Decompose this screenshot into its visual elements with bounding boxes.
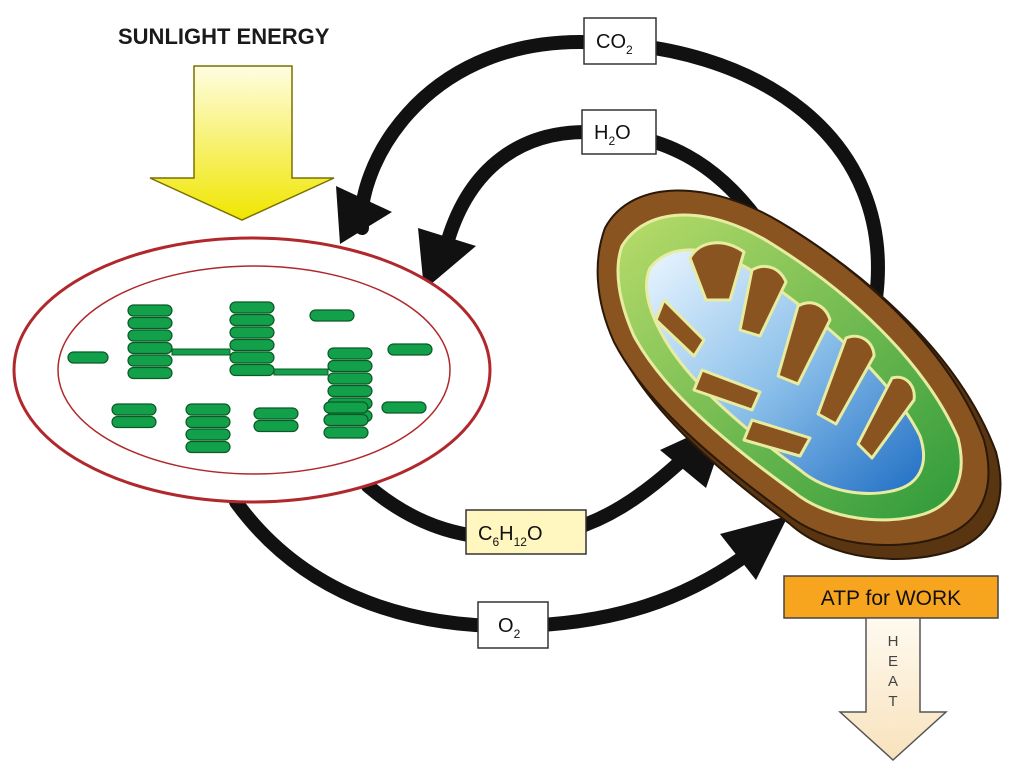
h2o-label-h: H [594,122,608,144]
thylakoid-disk [229,313,275,327]
thylakoid-disk [229,326,275,339]
stroma-lamella [171,348,231,356]
thylakoid-disk [111,415,157,429]
co2-label-sub: 2 [626,43,633,57]
thylakoid-stacks [67,301,433,454]
mitochondrion-cristae [654,241,916,460]
atp-label: ATP for WORK [783,575,999,619]
o2-label: O2 [477,601,549,649]
h2o-label-o: O [615,122,631,144]
thylakoid-disk [185,440,231,454]
thylakoid-disk [327,384,373,398]
atp-label-text: ATP for WORK [821,587,961,610]
thylakoid-disk [253,407,299,420]
sunlight-arrow [149,65,335,221]
heat-letter-a: A [888,673,898,690]
co2-label-main: CO [596,31,626,53]
stroma-lamella [273,368,329,376]
thylakoid-disk [185,403,231,416]
thylakoid-disk [323,426,369,439]
glucose-label-h: H [499,523,513,545]
heat-letter-t: T [888,693,897,710]
thylakoid-disk [127,329,173,342]
heat-letter-e: E [888,653,898,670]
glucose-label: C6H12O [465,509,587,555]
thylakoid-disk [323,401,369,414]
co2-arrowhead [336,186,392,244]
glucose-label-c: C [478,523,492,545]
thylakoid-disk [127,304,173,317]
thylakoid-disk [127,316,173,330]
thylakoid-disk [185,415,231,429]
thylakoid-disk [327,347,373,360]
h2o-label-sub: 2 [608,134,615,148]
chloroplast [12,236,492,504]
heat-letter-h: H [888,633,899,650]
thylakoid-disk [67,351,109,364]
svg-text:CO2: CO2 [596,31,633,57]
heat-arrow: H E A T [838,617,948,762]
thylakoid-disk [185,428,231,441]
co2-label: CO2 [583,17,657,65]
thylakoid-disk [253,419,299,433]
mitochondrion [596,189,1002,560]
svg-text:O2: O2 [498,615,521,641]
thylakoid-disk [127,341,173,355]
o2-arrowhead [720,516,788,580]
o2-label-main: O [498,615,514,637]
thylakoid-disk [327,372,373,385]
o2-label-sub: 2 [514,627,521,641]
sunlight-energy-label: SUNLIGHT ENERGY [118,24,330,49]
thylakoid-disk [127,354,173,367]
thylakoid-disk [127,366,173,380]
glucose-label-o: O [527,523,543,545]
h2o-label: H2O [581,109,657,155]
svg-text:C6H12O: C6H12O [478,523,543,549]
thylakoid-disk [111,403,157,416]
thylakoid-disk [229,338,275,352]
svg-text:H2O: H2O [594,122,631,148]
thylakoid-disk [387,343,433,356]
thylakoid-disk [309,309,355,322]
glucose-label-sub1: 6 [492,535,499,549]
thylakoid-disk [381,401,427,414]
h2o-arrowhead [418,228,476,290]
thylakoid-disk [229,363,275,377]
thylakoid-disk [327,359,373,373]
thylakoid-disk [229,351,275,364]
glucose-label-sub2: 12 [514,535,528,549]
thylakoid-disk [229,301,275,314]
thylakoid-disk [323,413,369,427]
